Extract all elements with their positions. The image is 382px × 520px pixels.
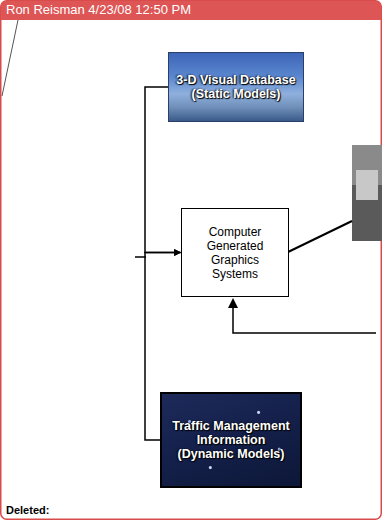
node-text: Traffic Management Information (Dynamic … [168, 419, 294, 461]
node-text: 3-D Visual Database (Static Models) [175, 73, 297, 101]
image-box: 3-D Visual Database (Static Models) [168, 52, 304, 122]
comment-callout-line [2, 20, 18, 96]
comment-header-bar [1, 1, 382, 20]
text-holder: Computer Generated Graphics Systems [182, 221, 288, 285]
image-box: Traffic Management Information (Dynamic … [160, 392, 302, 488]
process-box: Computer Generated Graphics Systems [181, 208, 289, 297]
cut-off-image-detail [356, 170, 378, 200]
feedback-line [233, 306, 376, 333]
node-text: Computer Generated Graphics Systems [188, 225, 282, 281]
note-label: Deleted: [6, 504, 49, 516]
text-holder: 3-D Visual Database (Static Models) [169, 69, 303, 105]
cut-off-image [352, 145, 382, 241]
comment-header: Ron Reisman 4/23/08 12:50 PM [6, 2, 191, 18]
text-holder: Traffic Management Information (Dynamic … [162, 415, 300, 465]
feedback-arrowhead [228, 298, 238, 308]
output-line [286, 221, 352, 253]
